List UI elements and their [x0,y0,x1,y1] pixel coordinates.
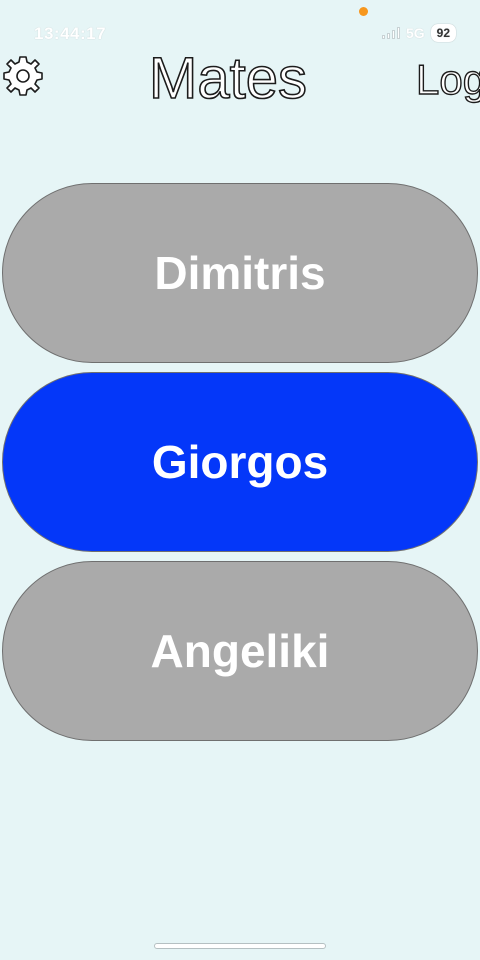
battery-badge: 92 [430,24,456,42]
signal-icon [381,27,400,39]
mate-button-giorgos[interactable]: Giorgos [2,372,478,552]
gear-icon[interactable] [2,55,44,97]
privacy-indicator-dot [359,7,368,16]
mates-list: Dimitris Giorgos Angeliki [2,183,478,750]
status-bar: 13:44:17 5G 92 [0,0,480,48]
status-time: 13:44:17 [34,24,107,43]
status-indicators: 5G 92 [381,24,456,42]
page-title: Mates [148,45,308,112]
home-indicator [154,943,326,949]
log-button[interactable]: Log [416,56,480,104]
network-type: 5G [405,25,425,41]
mate-button-angeliki[interactable]: Angeliki [2,561,478,741]
mate-button-dimitris[interactable]: Dimitris [2,183,478,363]
